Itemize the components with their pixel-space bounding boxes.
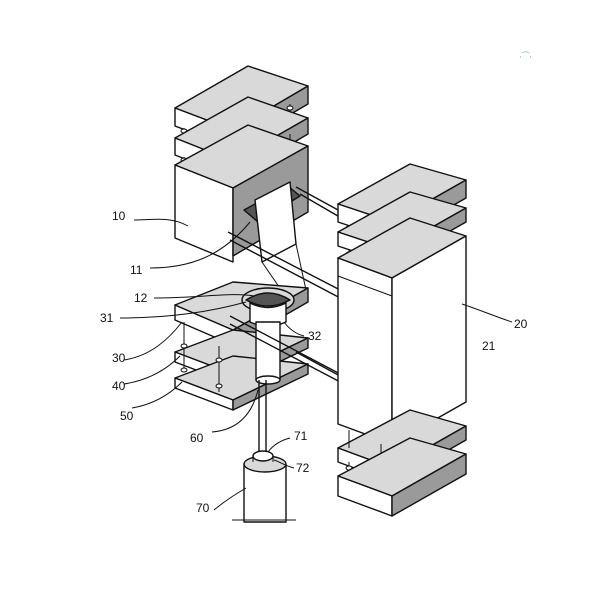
label-72: 72: [296, 461, 310, 475]
leader-70: [214, 488, 246, 510]
right-column-assembly: [338, 164, 466, 516]
label-60: 60: [190, 431, 204, 445]
leader-20: [462, 304, 512, 322]
label-71: 71: [294, 429, 308, 443]
label-12: 12: [134, 291, 148, 305]
label-11: 11: [130, 263, 143, 277]
label-70: 70: [196, 501, 210, 515]
piston-72: [253, 451, 273, 461]
label-50: 50: [120, 409, 134, 423]
left-column-assembly: [175, 66, 308, 452]
label-21: 21: [482, 339, 496, 353]
label-10: 10: [112, 209, 126, 223]
leader-32: [284, 322, 304, 336]
shaft-60: [256, 322, 280, 380]
cylinder-70-body: [244, 464, 286, 522]
leader-71: [268, 438, 290, 452]
label-20: 20: [514, 317, 528, 331]
speck-mark: ·⁀·: [519, 52, 532, 63]
corner-mark: ·⁀·: [519, 52, 532, 63]
label-31: 31: [100, 311, 114, 325]
label-32: 32: [308, 329, 322, 343]
label-30: 30: [112, 351, 126, 365]
label-40: 40: [112, 379, 126, 393]
leader-30: [124, 322, 182, 360]
actuator-70: [232, 451, 296, 522]
leader-40: [124, 356, 180, 384]
